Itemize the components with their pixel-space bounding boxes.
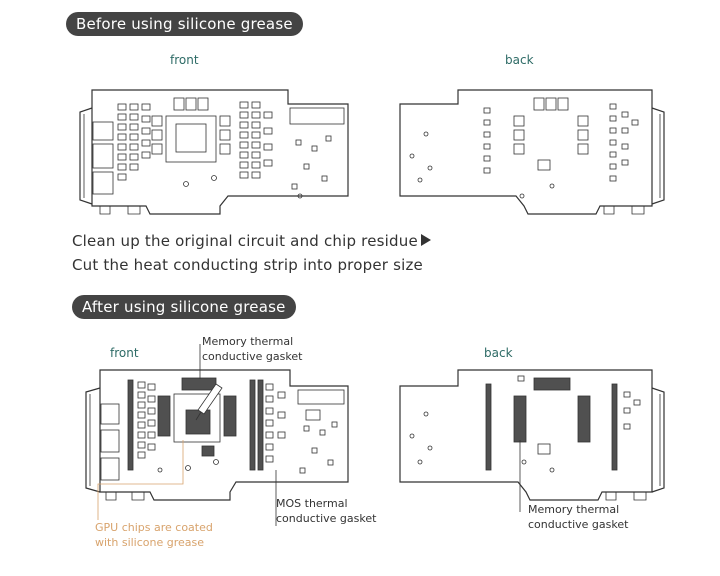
arrow-right-icon [420,234,431,246]
after-front-small-components [137,381,338,474]
before-back-pcb-outline [399,89,665,215]
after-back-label: back [484,346,513,360]
after-back-pcb-outline [399,369,665,501]
before-section-title: Before using silicone grease [66,12,303,36]
after-front-memory-gaskets [157,377,237,457]
after-front-syringe-icon [195,383,223,421]
after-section-title: After using silicone grease [72,295,296,319]
after-front-mos-gaskets [127,379,264,471]
callout-gpu-line1: GPU chips are coated [95,521,213,534]
after-front-pcb-outline [85,369,349,501]
before-back-components [409,97,639,199]
callout-memory-back-line2: conductive gasket [528,518,629,531]
before-caption-line1: Clean up the original circuit and chip r… [72,232,431,250]
callout-mos-line1: MOS thermal [276,497,348,510]
callout-mos-line2: conductive gasket [276,512,377,525]
callout-gpu-line2: with silicone grease [95,536,205,549]
before-back-label: back [505,53,534,67]
after-back-small-components [409,375,641,473]
after-front-label: front [110,346,139,360]
callout-memory-front: Memory thermal conductive gasket [202,334,302,364]
callout-memory-front-line2: conductive gasket [202,350,303,363]
callout-memory-back-line1: Memory thermal [528,503,620,516]
before-caption-line2: Cut the heat conducting strip into prope… [72,256,423,274]
callout-mos-gasket: MOS thermal conductive gasket [276,496,376,526]
before-front-vrm-components [117,101,332,199]
after-back-memory-gaskets [485,377,618,471]
callout-memory-back: Memory thermal conductive gasket [528,502,628,532]
before-front-label: front [170,53,199,67]
after-front-callout-leaders [97,344,277,526]
callout-gpu-chips: GPU chips are coated with silicone greas… [95,520,213,550]
before-front-gpu-die [165,115,217,163]
before-front-pcb-outline [79,89,349,215]
callout-memory-front-line1: Memory thermal [202,335,294,348]
before-caption-line1-text: Clean up the original circuit and chip r… [72,232,418,250]
before-front-memory-chips [151,97,231,155]
